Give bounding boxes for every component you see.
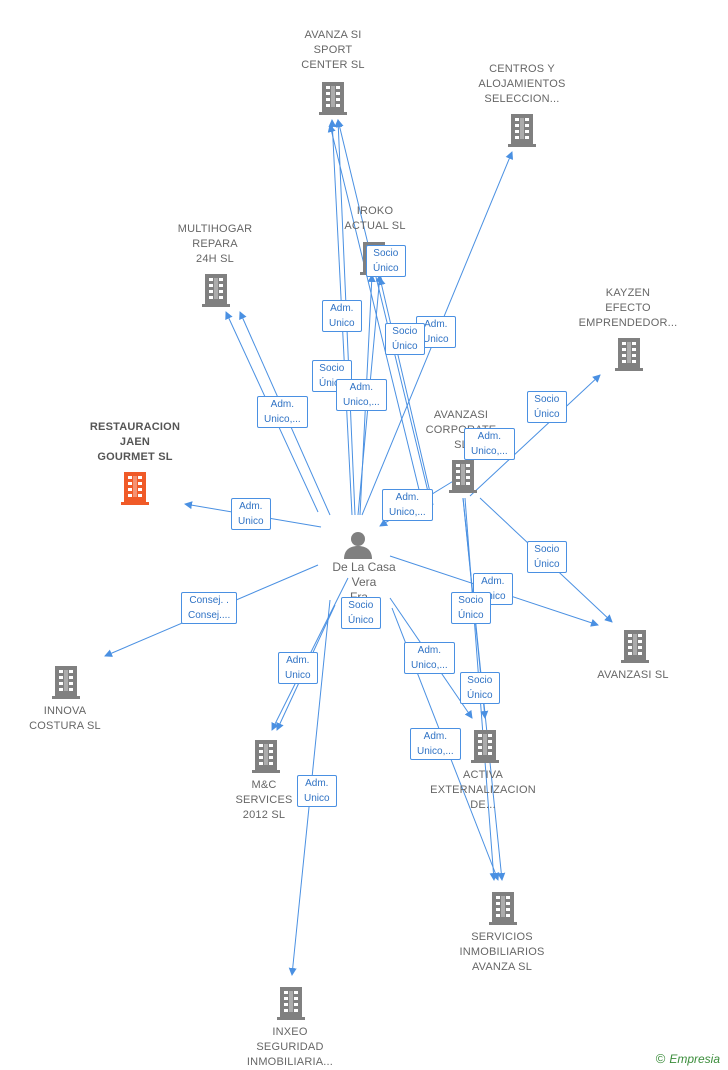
- copyright-icon: ©: [655, 1051, 666, 1066]
- brand-mark: ©Empresia: [656, 1051, 720, 1066]
- connection-line: [327, 124, 424, 507]
- building-icon: [471, 730, 499, 763]
- building-icon: [449, 460, 477, 493]
- edge-label[interactable]: Adm.Unico: [231, 498, 271, 530]
- connection-line: [335, 119, 431, 501]
- connection-line: [469, 374, 601, 497]
- edge-label[interactable]: Adm.Unico,...: [410, 728, 461, 760]
- building-icon: [52, 666, 80, 699]
- connection-line: [377, 277, 434, 506]
- edge-label[interactable]: Adm.Unico: [278, 652, 318, 684]
- building-icon: [615, 338, 643, 371]
- building-icon: [252, 740, 280, 773]
- building-icon: [121, 472, 149, 505]
- company-label: AVANZASI SL: [597, 669, 669, 681]
- edge-label[interactable]: Adm.Unico: [322, 300, 362, 332]
- building-icon: [489, 892, 517, 925]
- edge-label[interactable]: Adm.Unico: [297, 775, 337, 807]
- building-icon: [277, 987, 305, 1020]
- edge-label[interactable]: Adm.Unico,...: [382, 489, 433, 521]
- building-icon: [319, 82, 347, 115]
- edge-label[interactable]: Adm.Unico,...: [257, 396, 308, 428]
- building-icon: [508, 114, 536, 147]
- edge-label[interactable]: Adm.Unico,...: [404, 642, 455, 674]
- building-icon: [202, 274, 230, 307]
- person-icon: [344, 532, 372, 559]
- person-node[interactable]: De La CasaVeraFra...: [332, 530, 396, 604]
- edge-label[interactable]: Adm.Unico,...: [336, 379, 387, 411]
- building-icon: [621, 630, 649, 663]
- edge-label[interactable]: Adm.Unico,...: [464, 428, 515, 460]
- brand-name: Empresia: [669, 1052, 720, 1066]
- edge-label[interactable]: Consej. .Consej....: [181, 592, 238, 624]
